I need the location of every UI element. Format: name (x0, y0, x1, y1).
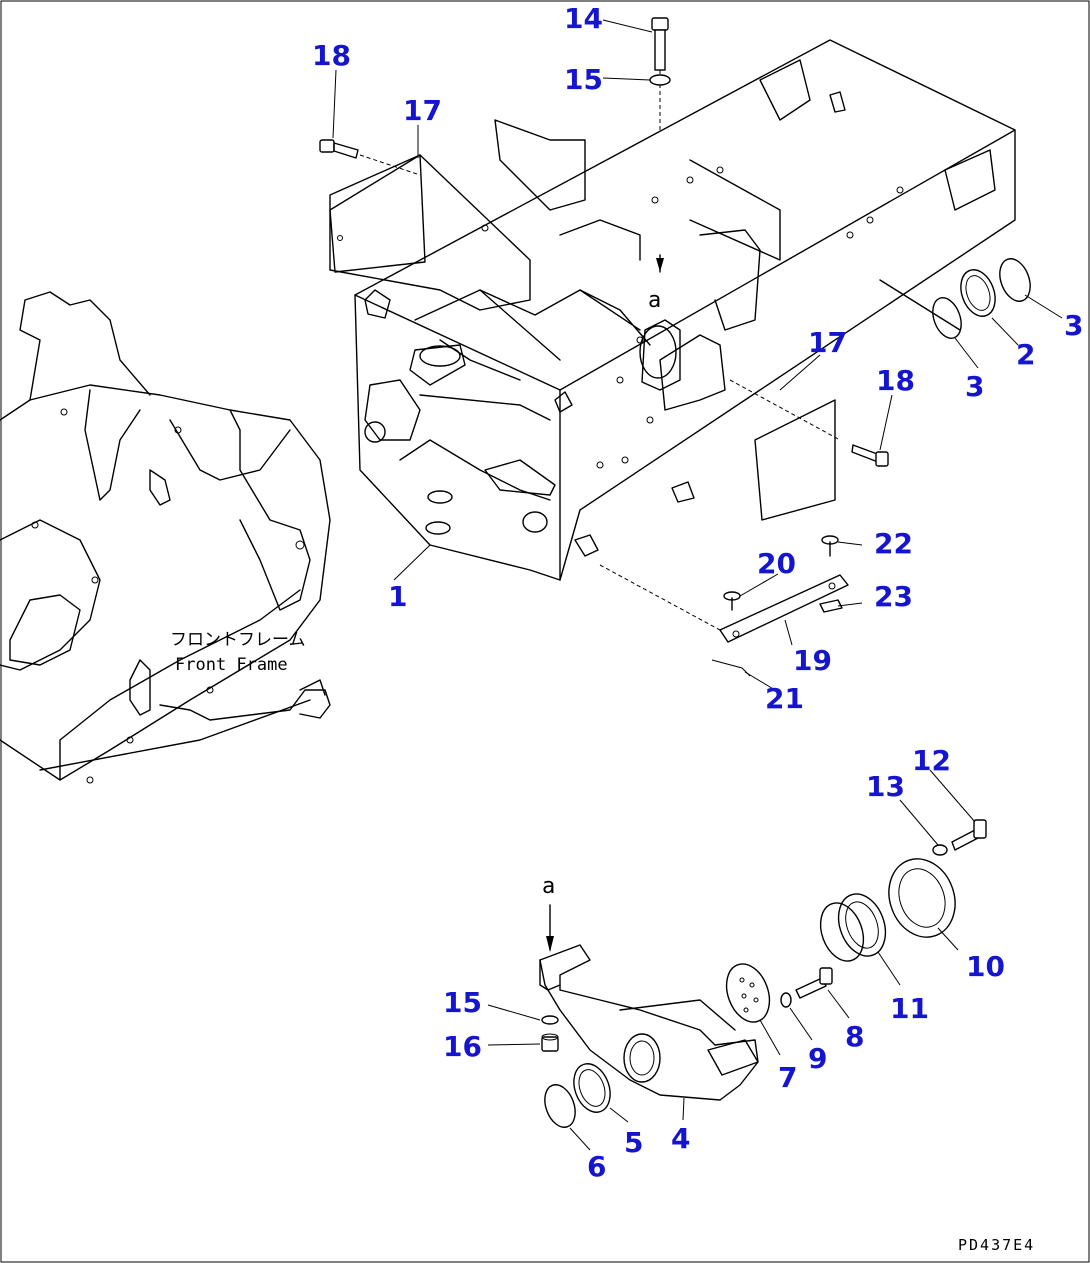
rear-frame-drawing (329, 39, 1016, 581)
front-frame-label-en: Front Frame (175, 655, 288, 675)
callout-23: 23 (874, 580, 913, 613)
callout-16: 16 (443, 1030, 482, 1063)
washer-15-lower (541, 1015, 559, 1025)
support-4 (539, 944, 759, 1101)
callout-8: 8 (845, 1020, 864, 1053)
bar-19 (599, 564, 849, 643)
callout-14: 14 (564, 2, 603, 35)
callout-6: 6 (587, 1150, 606, 1183)
callout-1: 1 (388, 580, 407, 613)
callout-17: 17 (403, 94, 442, 127)
bolt-18-lower (851, 444, 889, 467)
shim-7 (725, 963, 771, 1023)
bolt-8 (795, 967, 833, 999)
callout-11: 11 (890, 992, 929, 1025)
callout-15: 15 (443, 986, 482, 1019)
washer-9 (780, 992, 792, 1008)
washer-15-top (649, 74, 671, 86)
callout-20: 20 (757, 547, 796, 580)
callout-19: 19 (793, 644, 832, 677)
bolt-22 (821, 535, 839, 557)
bushing-5 (573, 1063, 611, 1113)
plate-17-lower (754, 399, 836, 521)
view-letter-a-upper: a (648, 288, 661, 313)
front-frame-label-jp: フロントフレーム (170, 630, 306, 650)
callout-15: 15 (564, 63, 603, 96)
bolt-20 (723, 591, 741, 611)
callout-21: 21 (765, 682, 804, 715)
callout-9: 9 (808, 1042, 827, 1075)
callout-18: 18 (312, 39, 351, 72)
leader-lines (332, 19, 1063, 1151)
callout-18: 18 (876, 364, 915, 397)
view-letter-a-lower: a (542, 874, 555, 899)
shim-11 (819, 893, 887, 962)
plate-23 (819, 599, 843, 613)
ring-3-inner (932, 297, 962, 339)
callout-12: 12 (912, 744, 951, 777)
bushing-2 (960, 269, 996, 317)
callout-10: 10 (966, 950, 1005, 983)
callout-4: 4 (671, 1122, 690, 1155)
bolt-14 (651, 17, 669, 130)
callout-17: 17 (808, 326, 847, 359)
bolt-12 (951, 819, 987, 851)
view-marker-a-upper (656, 254, 664, 273)
cap-10 (888, 858, 956, 938)
ring-3-outer (999, 258, 1031, 302)
callout-13: 13 (866, 770, 905, 803)
callout-5: 5 (624, 1126, 643, 1159)
bolt-18-upper (319, 139, 421, 176)
view-marker-a-lower (546, 904, 554, 952)
callout-22: 22 (874, 527, 913, 560)
nut-16 (541, 1033, 559, 1052)
plate-17-upper (329, 154, 426, 273)
callout-3: 3 (1064, 309, 1083, 342)
callout-7: 7 (778, 1061, 797, 1094)
front-frame-drawing (0, 291, 331, 784)
callout-2: 2 (1016, 338, 1035, 371)
callout-3: 3 (965, 370, 984, 403)
washer-13 (932, 844, 948, 856)
drawing-code: PD437E4 (958, 1236, 1035, 1254)
bolt-21 (711, 659, 751, 677)
ring-6 (544, 1084, 576, 1128)
